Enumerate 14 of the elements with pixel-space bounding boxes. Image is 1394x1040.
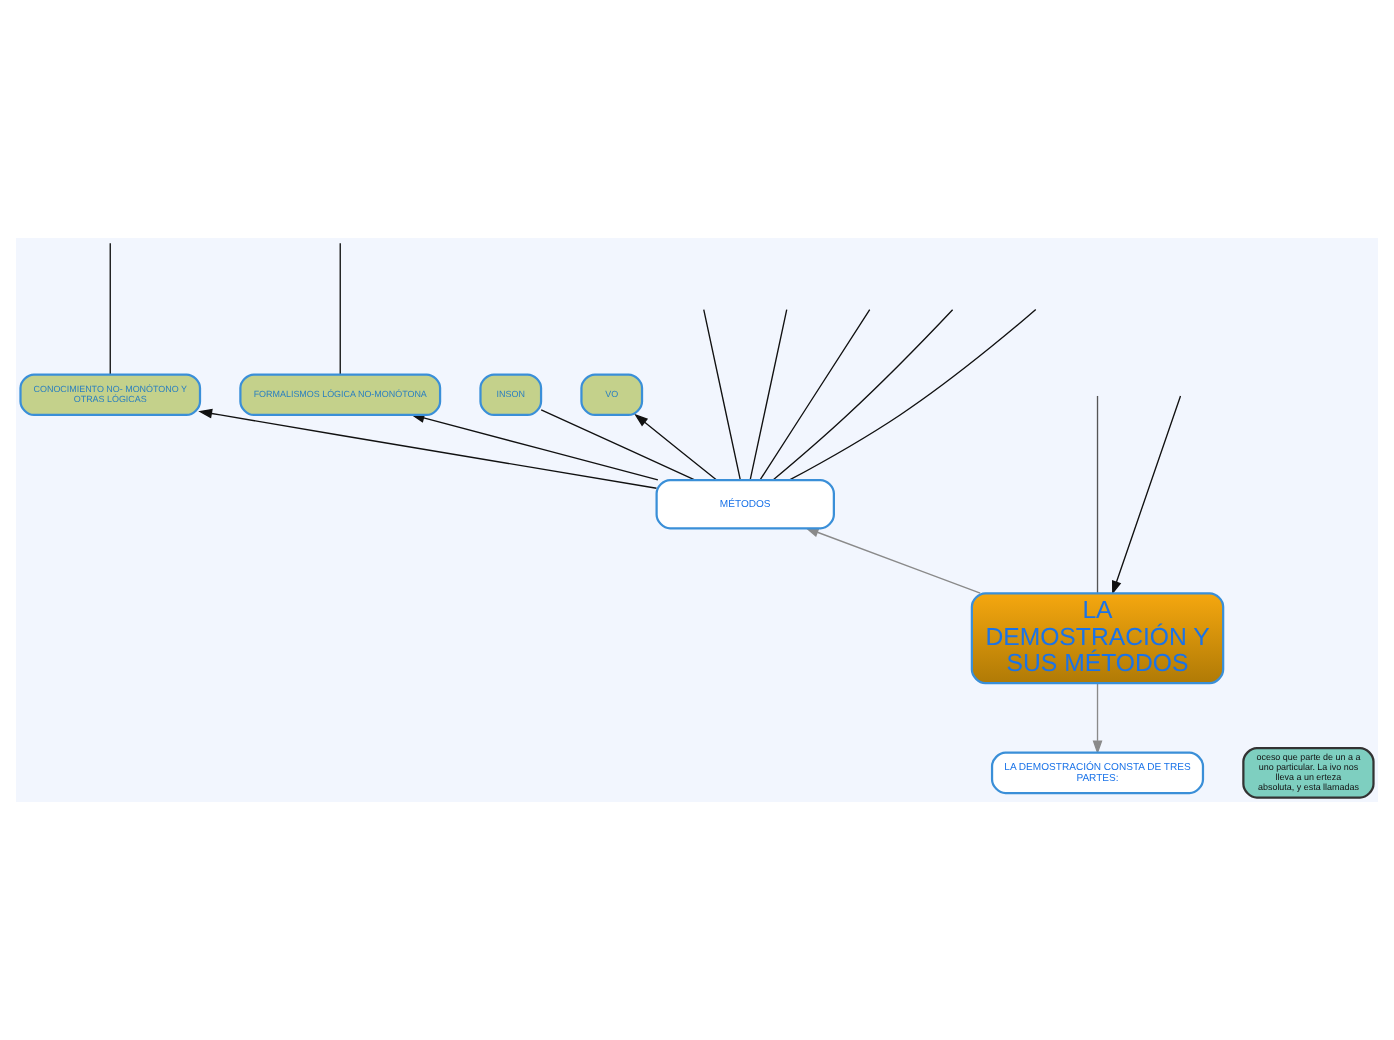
connector bbox=[703, 308, 741, 481]
connector bbox=[772, 309, 954, 481]
connector bbox=[109, 242, 111, 375]
connector bbox=[788, 308, 1037, 481]
arrow bbox=[198, 408, 658, 489]
node-box: LA DEMOSTRACIÓN Y SUS MÉTODOS bbox=[970, 592, 1225, 685]
connector bbox=[759, 308, 871, 481]
arrow bbox=[1112, 395, 1182, 595]
connector bbox=[339, 242, 341, 375]
connector bbox=[540, 409, 696, 481]
arrow bbox=[634, 413, 717, 481]
arrow bbox=[1092, 682, 1103, 755]
connector bbox=[1096, 395, 1099, 594]
connector bbox=[749, 308, 788, 481]
